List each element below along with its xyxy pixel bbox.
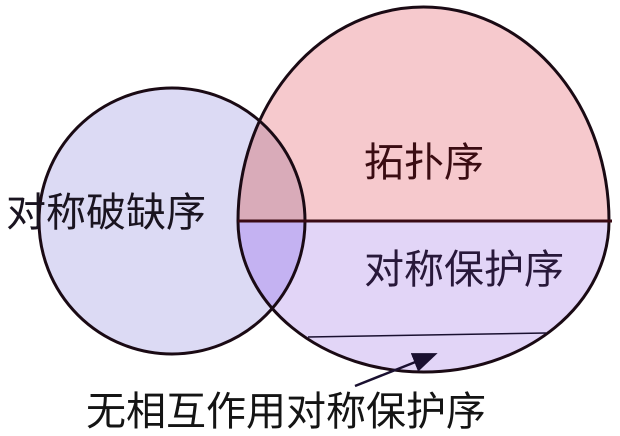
symmetry-breaking-region <box>39 88 305 354</box>
big-region-outline <box>236 5 611 374</box>
pointer-arrow <box>354 353 438 388</box>
label-symmetry-breaking: 对称破缺序 <box>6 190 206 236</box>
non-interacting-boundary <box>307 332 547 338</box>
label-topological: 拓扑序 <box>364 140 484 186</box>
topological-region <box>238 6 609 221</box>
label-spt: 对称保护序 <box>364 247 564 293</box>
label-non-interacting-spt: 无相互作用对称保护序 <box>86 389 486 435</box>
